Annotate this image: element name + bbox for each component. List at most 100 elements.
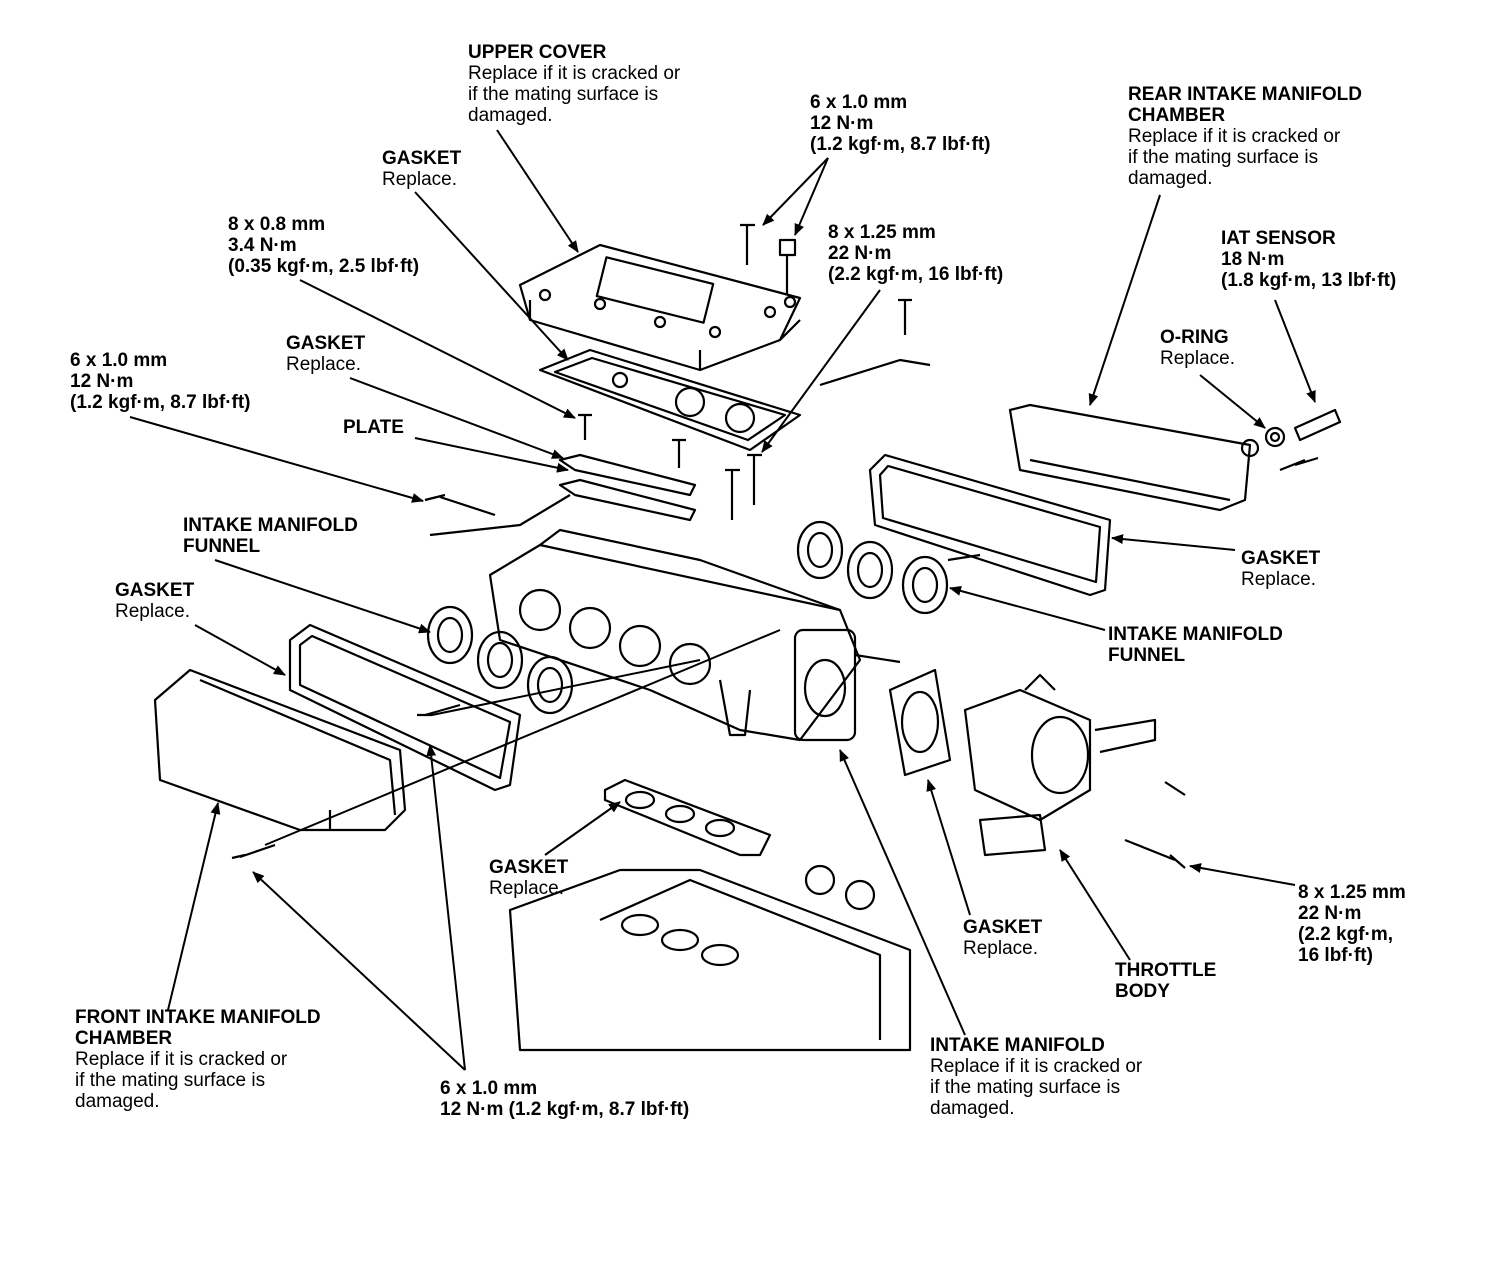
bolt-6x10-top-torque: 12 N·m	[810, 113, 874, 134]
rear-chamber-label: REAR INTAKE MANIFOLD CHAMBER Replace if …	[1128, 84, 1362, 189]
bolt-parts	[231, 223, 1319, 869]
front-chamber-line-2: if the mating surface is	[75, 1070, 266, 1091]
bolt-6x10-bottom-torque: 12 N·m (1.2 kgf·m, 8.7 lbf·ft)	[440, 1099, 690, 1120]
gasket-throttle-label: GASKET Replace.	[963, 917, 1042, 959]
upper-cover-line-3: damaged.	[468, 105, 553, 126]
upper-cover-line-2: if the mating surface is	[468, 84, 659, 105]
throttle-body-line-1: THROTTLE	[1115, 960, 1217, 981]
throttle-body-line-2: BODY	[1115, 981, 1170, 1002]
funnel-left-label: INTAKE MANIFOLD FUNNEL	[183, 515, 358, 557]
gasket-lower-label: GASKET Replace.	[489, 857, 568, 899]
gasket-top-part	[538, 348, 802, 452]
front-chamber-part	[153, 668, 407, 832]
funnel-left-parts	[426, 605, 574, 715]
gasket-lower-note: Replace.	[489, 878, 564, 899]
bolt-8x08-torque-alt: (0.35 kgf·m, 2.5 lbf·ft)	[228, 256, 420, 277]
bolt-6x10-top-label: 6 x 1.0 mm 12 N·m (1.2 kgf·m, 8.7 lbf·ft…	[810, 92, 991, 155]
front-chamber-title-1: FRONT INTAKE MANIFOLD	[75, 1007, 321, 1028]
iat-sensor-torque: 18 N·m	[1221, 249, 1285, 270]
upper-cover-title: UPPER COVER	[468, 42, 607, 63]
plate-label: PLATE	[343, 417, 404, 438]
rear-chamber-title-1: REAR INTAKE MANIFOLD	[1128, 84, 1362, 105]
rear-chamber-line-3: damaged.	[1128, 168, 1213, 189]
bolt-8x125-top-torque: 22 N·m	[828, 243, 892, 264]
bolt-8x08-label: 8 x 0.8 mm 3.4 N·m (0.35 kgf·m, 2.5 lbf·…	[228, 214, 419, 277]
funnel-right-line-2: FUNNEL	[1108, 645, 1186, 666]
bolt-8x125-right-torque: 22 N·m	[1298, 903, 1362, 924]
funnel-right-label: INTAKE MANIFOLD FUNNEL	[1108, 624, 1283, 666]
gasket-throttle-note: Replace.	[963, 938, 1038, 959]
bolt-6x10-bottom-label: 6 x 1.0 mm 12 N·m (1.2 kgf·m, 8.7 lbf·ft…	[440, 1078, 689, 1120]
gasket-top-title: GASKET	[382, 148, 462, 169]
upper-cover-label: UPPER COVER Replace if it is cracked or …	[468, 42, 680, 126]
bolt-6x10-top-torque-alt: (1.2 kgf·m, 8.7 lbf·ft)	[810, 134, 991, 155]
bolt-8x08-size: 8 x 0.8 mm	[228, 214, 326, 235]
gasket-upper-note: Replace.	[286, 354, 361, 375]
iat-sensor-title: IAT SENSOR	[1221, 228, 1336, 249]
funnel-right-parts	[796, 520, 949, 615]
rear-chamber-title-2: CHAMBER	[1128, 105, 1226, 126]
bolt-8x08-torque: 3.4 N·m	[228, 235, 297, 256]
gasket-left-title: GASKET	[115, 580, 195, 601]
intake-manifold-line-2: if the mating surface is	[930, 1077, 1121, 1098]
intake-manifold-part	[488, 528, 901, 742]
front-chamber-line-1: Replace if it is cracked or	[75, 1049, 288, 1070]
upper-cover-part	[518, 243, 802, 372]
bolt-6x10-bottom-size: 6 x 1.0 mm	[440, 1078, 538, 1099]
gasket-lower-part	[603, 778, 772, 857]
funnel-left-line-2: FUNNEL	[183, 536, 261, 557]
intake-manifold-title: INTAKE MANIFOLD	[930, 1035, 1105, 1056]
gasket-left-label: GASKET Replace.	[115, 580, 194, 622]
rear-chamber-part	[1008, 403, 1260, 512]
o-ring-label: O-RING Replace.	[1160, 327, 1235, 369]
engine-part	[508, 864, 912, 1052]
gasket-right-note: Replace.	[1241, 569, 1316, 590]
gasket-throttle-title: GASKET	[963, 917, 1043, 938]
bolt-8x125-right-label: 8 x 1.25 mm 22 N·m (2.2 kgf·m, 16 lbf·ft…	[1298, 882, 1406, 966]
gasket-right-label: GASKET Replace.	[1241, 548, 1320, 590]
gasket-right-title: GASKET	[1241, 548, 1321, 569]
iat-sensor-label: IAT SENSOR 18 N·m (1.8 kgf·m, 13 lbf·ft)	[1221, 228, 1396, 291]
leader-lines	[129, 129, 1316, 1071]
rear-chamber-line-1: Replace if it is cracked or	[1128, 126, 1341, 147]
throttle-body-label: THROTTLE BODY	[1115, 960, 1216, 1002]
intake-manifold-line-3: damaged.	[930, 1098, 1015, 1119]
gasket-lower-title: GASKET	[489, 857, 569, 878]
bolt-6x10-left-torque: 12 N·m	[70, 371, 134, 392]
gasket-top-note: Replace.	[382, 169, 457, 190]
o-ring-title: O-RING	[1160, 327, 1229, 348]
bolt-8x125-right-torque-alt-1: (2.2 kgf·m,	[1298, 924, 1394, 945]
gasket-top-label: GASKET Replace.	[382, 148, 461, 190]
throttle-body-part	[963, 673, 1157, 857]
rear-chamber-line-2: if the mating surface is	[1128, 147, 1319, 168]
iat-sensor-part	[1264, 408, 1342, 448]
o-ring-note: Replace.	[1160, 348, 1235, 369]
bolt-6x10-left-size: 6 x 1.0 mm	[70, 350, 168, 371]
bolt-8x125-top-label: 8 x 1.25 mm 22 N·m (2.2 kgf·m, 16 lbf·ft…	[828, 222, 1003, 285]
bolt-8x125-top-size: 8 x 1.25 mm	[828, 222, 936, 243]
intake-manifold-label: INTAKE MANIFOLD Replace if it is cracked…	[930, 1035, 1142, 1119]
upper-cover-line-1: Replace if it is cracked or	[468, 63, 681, 84]
gasket-upper-label: GASKET Replace.	[286, 333, 365, 375]
intake-manifold-line-1: Replace if it is cracked or	[930, 1056, 1143, 1077]
bolt-8x125-right-size: 8 x 1.25 mm	[1298, 882, 1406, 903]
bolt-8x125-right-torque-alt-2: 16 lbf·ft)	[1298, 945, 1373, 966]
front-chamber-title-2: CHAMBER	[75, 1028, 173, 1049]
plate-part	[558, 453, 697, 522]
gasket-left-part	[288, 623, 522, 792]
bolt-6x10-top-size: 6 x 1.0 mm	[810, 92, 908, 113]
plate-title: PLATE	[343, 417, 404, 438]
funnel-right-line-1: INTAKE MANIFOLD	[1108, 624, 1283, 645]
bolt-8x125-top-torque-alt: (2.2 kgf·m, 16 lbf·ft)	[828, 264, 1004, 285]
gasket-right-part	[868, 453, 1112, 597]
bolt-6x10-left-label: 6 x 1.0 mm 12 N·m (1.2 kgf·m, 8.7 lbf·ft…	[70, 350, 251, 413]
gasket-throttle-part	[888, 668, 952, 777]
iat-sensor-torque-alt: (1.8 kgf·m, 13 lbf·ft)	[1221, 270, 1397, 291]
bolt-6x10-left-torque-alt: (1.2 kgf·m, 8.7 lbf·ft)	[70, 392, 251, 413]
front-chamber-line-3: damaged.	[75, 1091, 160, 1112]
gasket-left-note: Replace.	[115, 601, 190, 622]
front-chamber-label: FRONT INTAKE MANIFOLD CHAMBER Replace if…	[75, 1007, 321, 1112]
gasket-upper-title: GASKET	[286, 333, 366, 354]
